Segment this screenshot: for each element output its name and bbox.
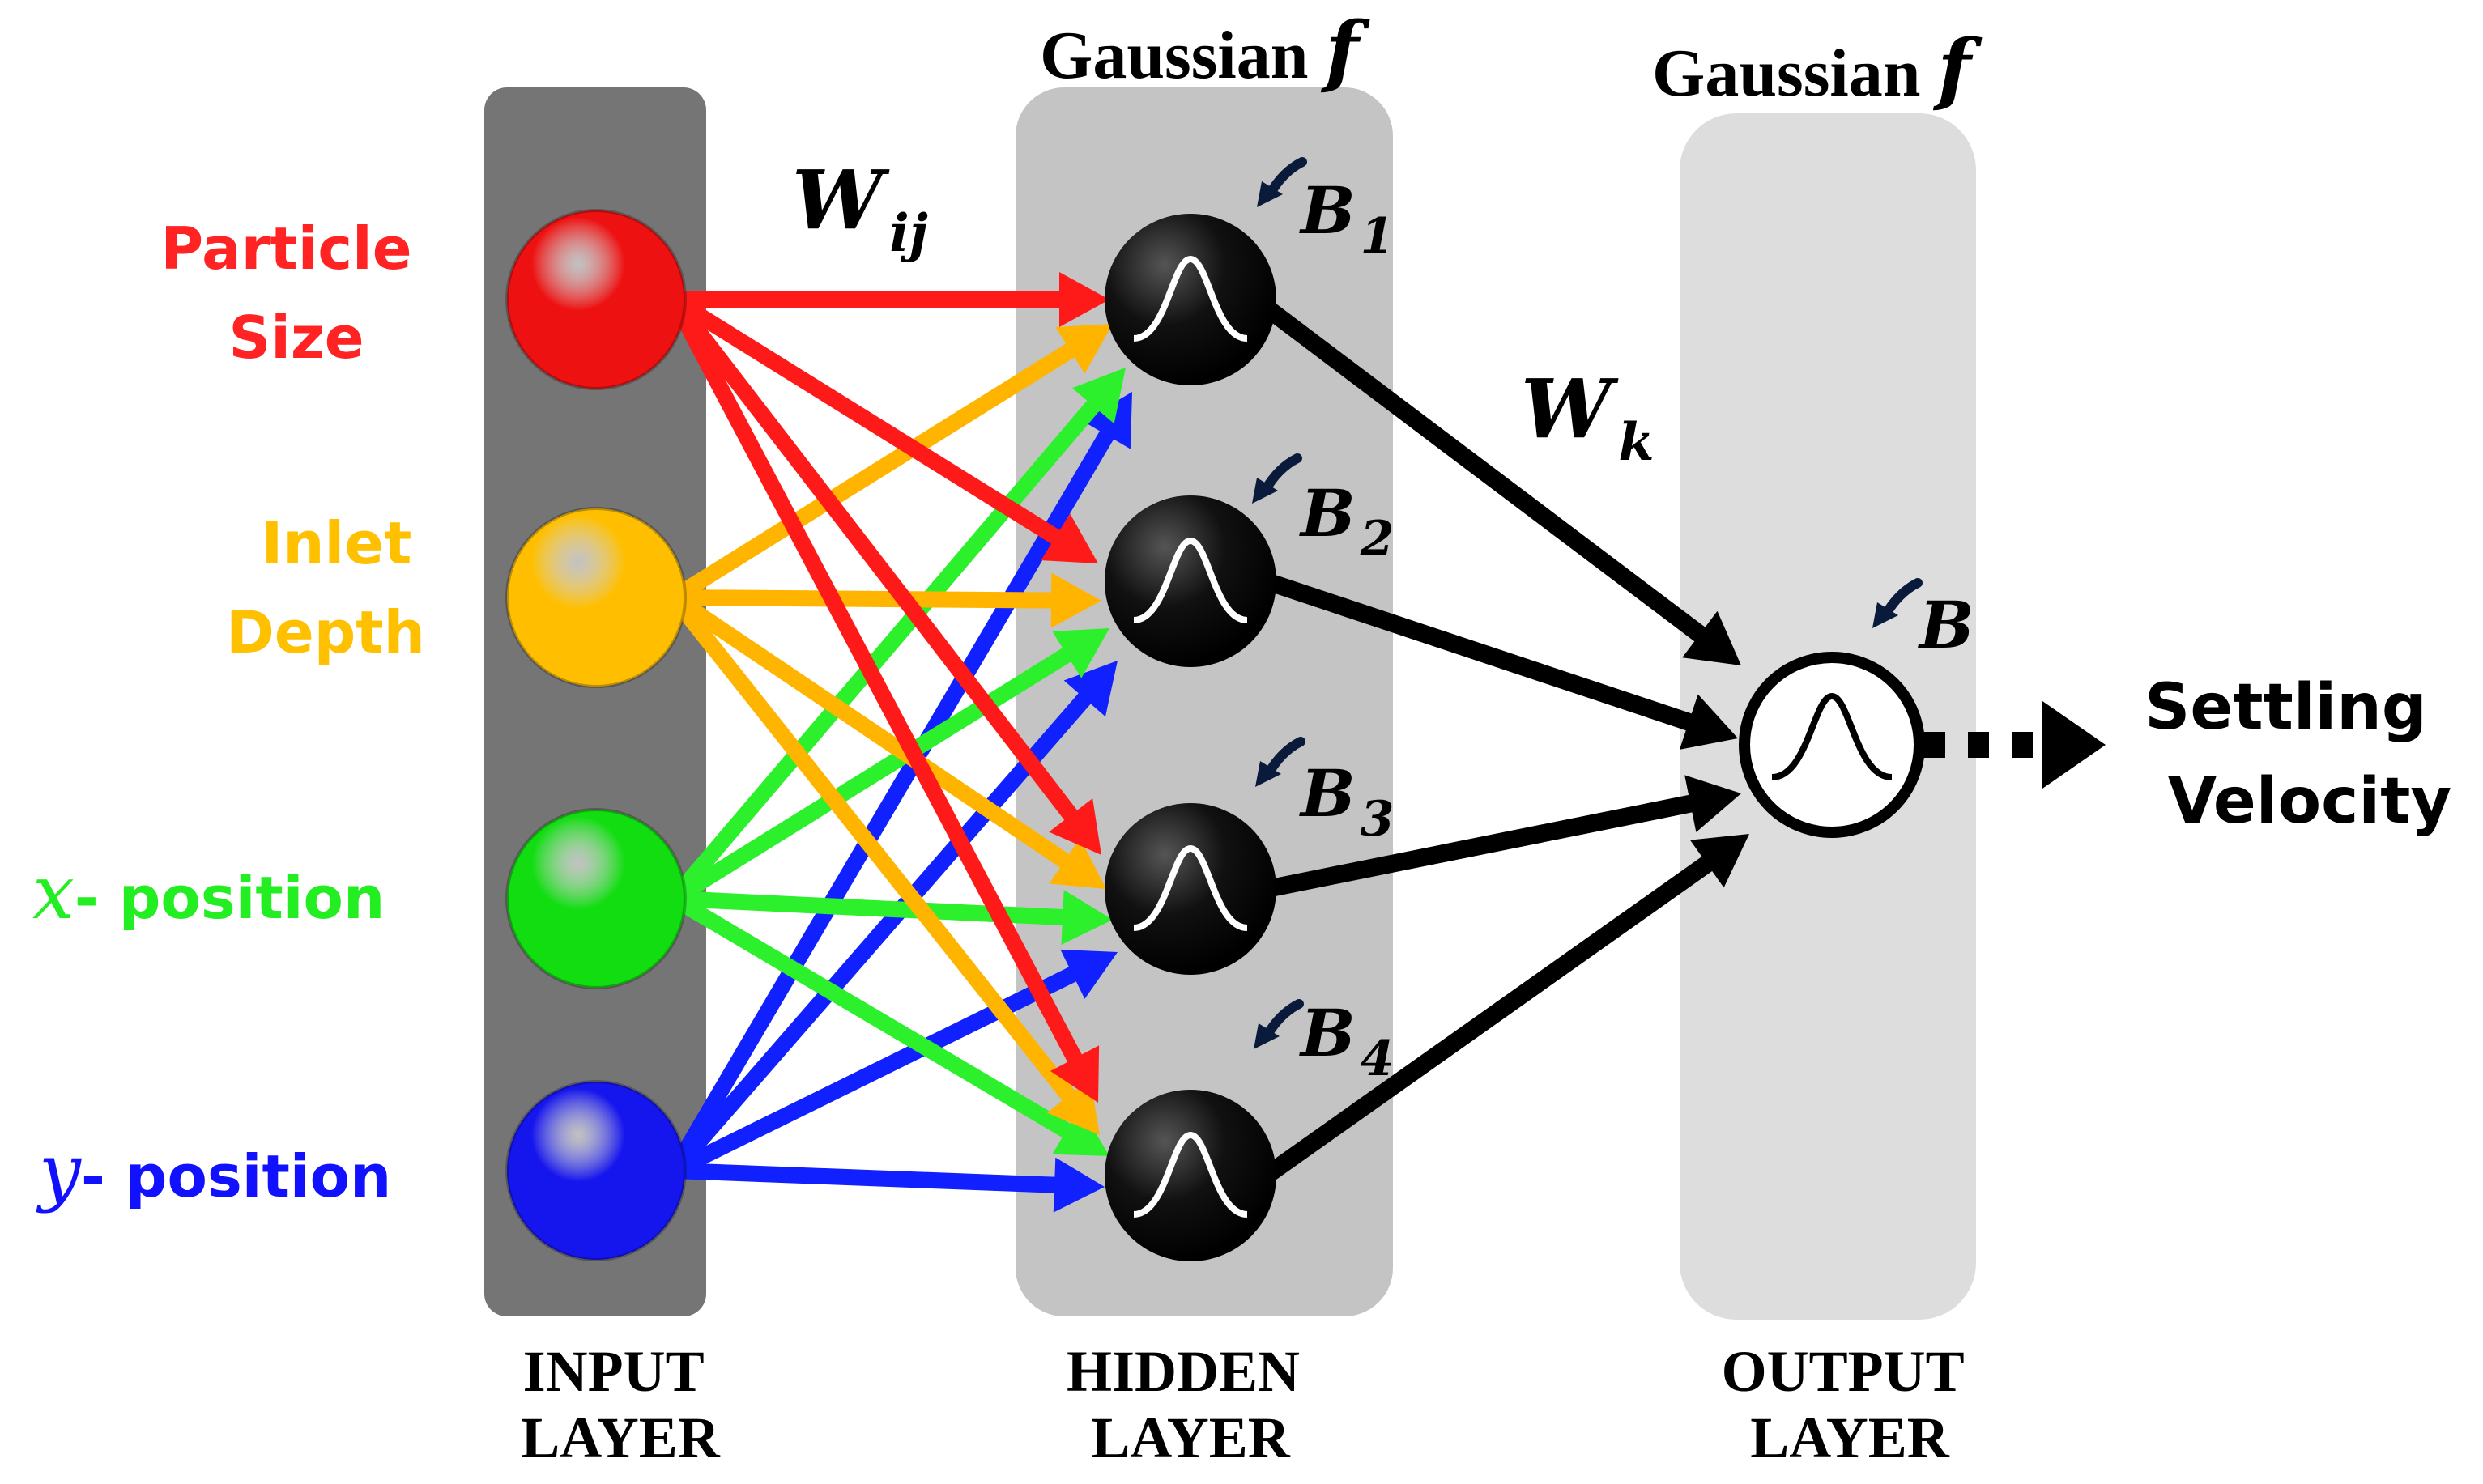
connection-arrow-4-2 xyxy=(666,661,1118,1179)
gaussian-curve-icon xyxy=(1771,692,1893,780)
input-node-4 xyxy=(505,1080,687,1261)
input-label-x-position: x- position xyxy=(32,849,385,936)
input-label-particle-size: Particle Size xyxy=(160,215,432,372)
connection-arrow-1-4 xyxy=(666,291,1100,1103)
hidden-neuron-4 xyxy=(1105,1090,1276,1261)
connection-arrow-4-4 xyxy=(666,1157,1105,1213)
connection-arrow-1-1 xyxy=(666,272,1109,327)
connection-arrow-2-1 xyxy=(666,324,1113,606)
output-connection-arrow-4 xyxy=(1258,834,1749,1184)
hidden-neuron-3 xyxy=(1105,803,1276,975)
bias-label-output: B xyxy=(1918,587,1974,663)
output-connections xyxy=(1258,299,1749,1184)
output-connection-arrow-2 xyxy=(1258,572,1738,750)
output-label-settling-velocity: Settling Velocity xyxy=(2144,671,2451,838)
gaussian-curve-icon xyxy=(1133,537,1248,623)
hidden-neuron-1 xyxy=(1105,214,1276,385)
bias-arrow-4 xyxy=(1254,999,1304,1049)
connection-arrow-4-1 xyxy=(666,392,1132,1179)
connection-arrow-3-4 xyxy=(666,891,1109,1156)
hidden-nodes xyxy=(1105,214,1276,1261)
output-arrow xyxy=(1924,701,2106,789)
output-connection-arrow-3 xyxy=(1258,775,1741,898)
connections xyxy=(666,272,1132,1213)
input-label-inlet-depth: Inlet Depth xyxy=(226,509,432,666)
gaussian-curve-icon xyxy=(1133,255,1248,342)
connection-arrow-1-3 xyxy=(666,291,1101,855)
bias-arrows xyxy=(1252,157,1923,1049)
connection-arrow-1-2 xyxy=(666,291,1098,563)
gaussian-curve-icon xyxy=(1133,1131,1248,1218)
input-node-1 xyxy=(505,209,687,390)
input-layer-panel xyxy=(484,87,706,1316)
bias-arrow-2 xyxy=(1252,453,1302,504)
hidden-layer-label: HIDDEN LAYER xyxy=(1067,1339,1314,1470)
gaussian-curve-icon xyxy=(1133,844,1248,931)
bias-arrow-5 xyxy=(1872,578,1923,628)
input-nodes xyxy=(505,209,687,1261)
hidden-neuron-2 xyxy=(1105,495,1276,667)
connection-arrow-3-1 xyxy=(666,368,1126,907)
input-node-2 xyxy=(505,507,687,688)
output-activation-title: Gaussian f xyxy=(1652,23,1983,114)
bias-arrow-3 xyxy=(1255,737,1305,787)
output-layer-label: OUTPUT LAYER xyxy=(1722,1339,1978,1470)
output-connection-arrow-1 xyxy=(1258,299,1741,665)
input-label-y-position: y- position xyxy=(36,1128,391,1214)
output-neuron xyxy=(1739,652,1925,838)
bias-arrow-1 xyxy=(1257,157,1307,207)
connection-arrow-2-3 xyxy=(666,589,1106,889)
input-node-3 xyxy=(505,808,687,989)
hidden-activation-title: Gaussian f xyxy=(1040,5,1371,96)
connection-arrow-2-2 xyxy=(666,572,1101,628)
input-layer-label: INPUT LAYER xyxy=(521,1339,720,1470)
connection-arrow-3-2 xyxy=(666,628,1109,907)
